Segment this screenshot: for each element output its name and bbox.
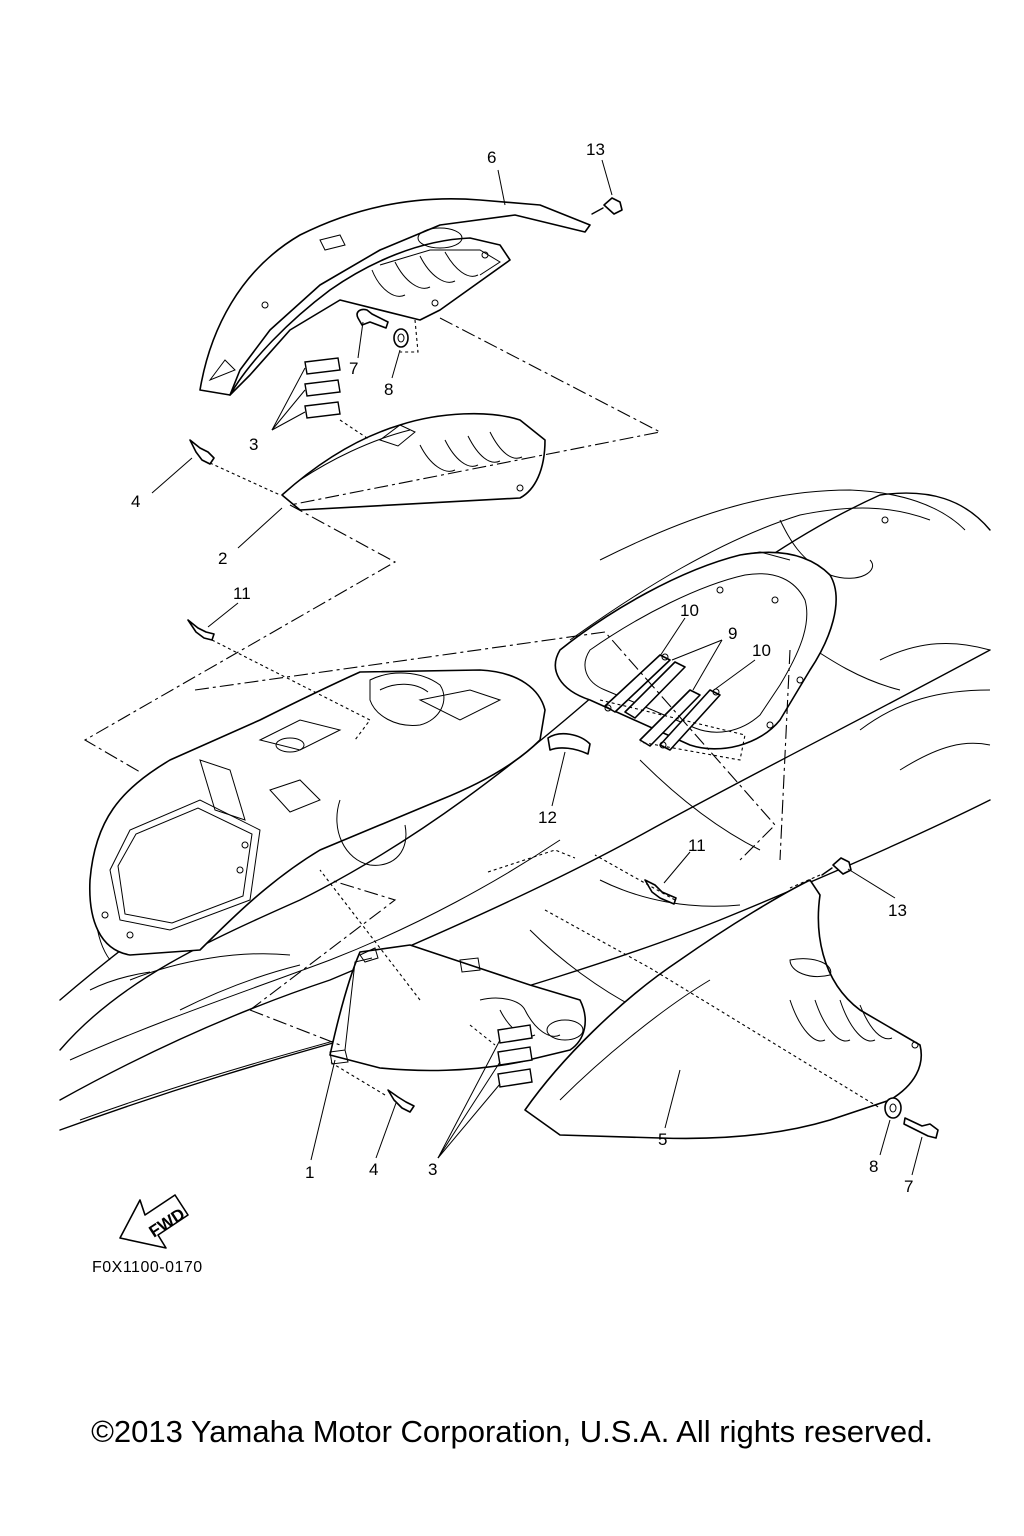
callout-7b: 7 [904,1177,913,1196]
callout-8: 8 [384,380,393,399]
part-5-right-side-cover [524,879,922,1140]
callout-4b: 4 [369,1160,378,1179]
callout-9: 9 [728,624,737,643]
callout-13b: 13 [888,901,907,920]
callout-1: 1 [305,1163,314,1182]
fasteners [187,197,939,1139]
callout-10: 10 [680,601,699,620]
callout-8b: 8 [869,1157,878,1176]
copyright-notice: ©2013 Yamaha Motor Corporation, U.S.A. A… [91,1414,933,1449]
part-3-pads-upper [304,357,341,419]
callout-6: 6 [487,148,496,167]
callout-5: 5 [658,1130,667,1149]
part-6-upper-cover [199,197,591,396]
part-3-pads-lower [497,1024,533,1088]
callout-numbers: 6 13 7 8 3 4 2 11 10 9 10 12 11 13 1 4 3… [131,140,913,1196]
callout-10b: 10 [752,641,771,660]
assembly-lines [83,317,881,1109]
callout-3: 3 [249,435,258,454]
callout-11: 11 [233,584,251,603]
part-2-middle-cover [281,412,546,511]
figure-reference: F0X1100-0170 [92,1259,203,1276]
fwd-arrow-icon: FWD [119,1194,189,1249]
leader-lines [151,159,923,1176]
callout-7: 7 [349,359,358,378]
callout-11b: 11 [688,836,706,855]
callout-2: 2 [218,549,227,568]
callout-4: 4 [131,492,140,511]
callout-13: 13 [586,140,605,159]
callout-3b: 3 [428,1160,437,1179]
callout-12: 12 [538,808,557,827]
part-1-left-side-cover [329,944,586,1072]
